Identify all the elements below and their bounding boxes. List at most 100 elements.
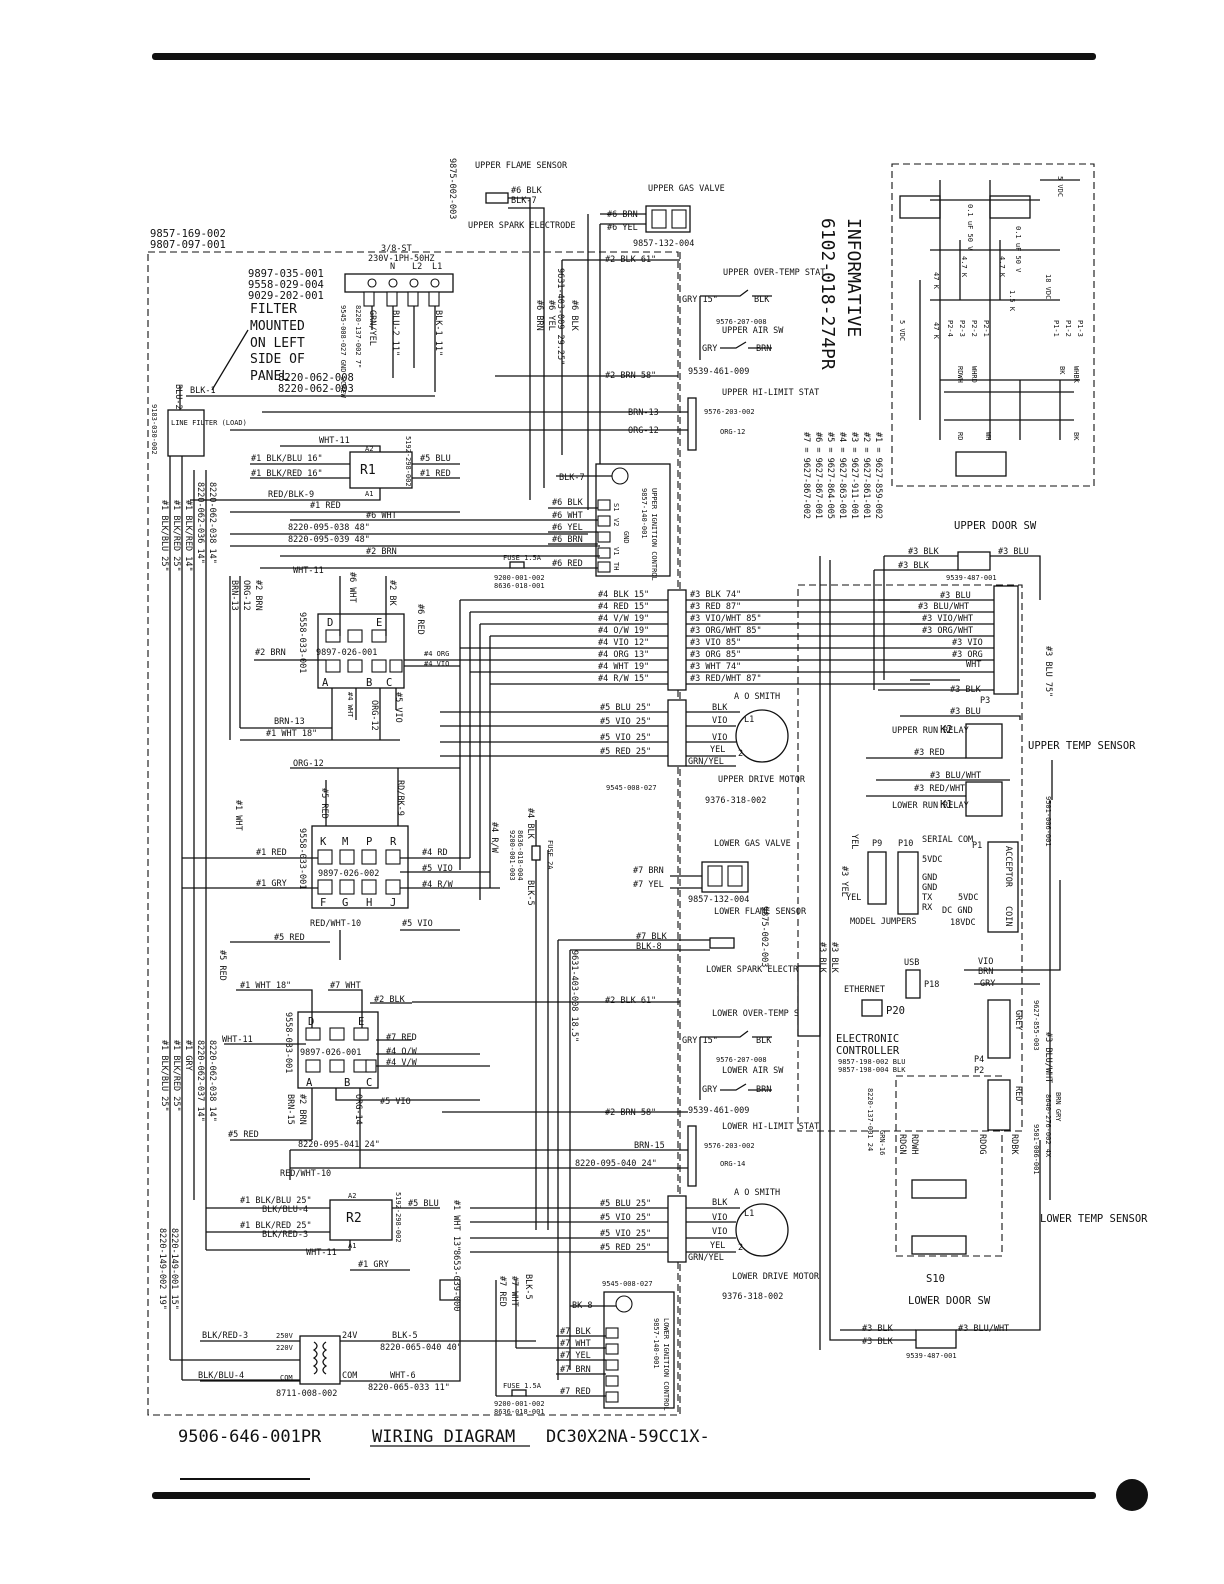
svg-text:8220-095-040 24": 8220-095-040 24" <box>575 1159 657 1169</box>
svg-text:#2 BLK 61": #2 BLK 61" <box>605 996 656 1006</box>
svg-text:#3 ORG/WHT 85": #3 ORG/WHT 85" <box>690 626 762 636</box>
svg-text:P4: P4 <box>974 1055 984 1065</box>
svg-text:3/8-ST: 3/8-ST <box>381 244 412 254</box>
svg-text:BLK-7: BLK-7 <box>511 196 537 206</box>
svg-text:PANEL: PANEL <box>250 369 289 384</box>
svg-text:RDWH: RDWH <box>956 366 964 383</box>
svg-text:9558-033-001: 9558-033-001 <box>297 828 307 889</box>
svg-text:UPPER IGNITION CONTROL: UPPER IGNITION CONTROL <box>650 488 658 581</box>
svg-text:8640-276-002 4X: 8640-276-002 4X <box>1044 1094 1052 1158</box>
svg-text:9545-008-027: 9545-008-027 <box>606 784 657 792</box>
upper-gas-assembly: UPPER FLAME SENSOR 9875-002-003 #6 BLK B… <box>447 158 725 365</box>
svg-text:#6 BLK: #6 BLK <box>552 498 584 508</box>
svg-text:#5 RED: #5 RED <box>217 950 227 981</box>
svg-text:A O SMITH: A O SMITH <box>734 692 780 702</box>
svg-text:47 K: 47 K <box>932 272 940 290</box>
svg-text:RED: RED <box>1013 1086 1023 1101</box>
svg-text:#2 BLK: #2 BLK <box>374 995 406 1005</box>
left-harness: 8220-062-038 14" 8220-062-036 14" #1 BLK… <box>157 482 243 1310</box>
svg-text:L1: L1 <box>744 715 754 725</box>
svg-text:#3 BLK: #3 BLK <box>908 547 940 557</box>
svg-text:#4 WHT: #4 WHT <box>346 692 354 718</box>
svg-text:F: F <box>320 897 326 909</box>
svg-text:P18: P18 <box>924 980 939 990</box>
svg-text:#5 VIO 25": #5 VIO 25" <box>600 733 651 743</box>
svg-text:5VDC: 5VDC <box>958 893 978 903</box>
svg-text:LOWER DOOR SW: LOWER DOOR SW <box>908 1295 991 1307</box>
svg-text:LOWER DRIVE MOTOR: LOWER DRIVE MOTOR <box>732 1272 820 1282</box>
svg-text:#4 R/W: #4 R/W <box>489 822 499 854</box>
svg-text:#4 O/W: #4 O/W <box>386 1047 418 1057</box>
svg-text:#4 V/W 19": #4 V/W 19" <box>598 614 649 624</box>
svg-text:A2: A2 <box>365 445 373 453</box>
svg-text:8220-137-002 7": 8220-137-002 7" <box>354 305 362 368</box>
svg-text:18VDC: 18VDC <box>950 918 976 928</box>
svg-text:VIO: VIO <box>712 733 727 743</box>
svg-text:BLK-5: BLK-5 <box>525 880 535 906</box>
lower-motor: A O SMITH L1 2 BLK VIO VIO YEL GRN/YEL #… <box>600 1188 820 1302</box>
line-filter: FILTER MOUNTED ON LEFT SIDE OF PANEL LIN… <box>150 302 435 457</box>
svg-text:#6 BLK: #6 BLK <box>569 300 579 332</box>
svg-text:A O SMITH: A O SMITH <box>734 1188 780 1198</box>
svg-text:#3 BLK: #3 BLK <box>862 1337 894 1347</box>
svg-text:RDWH: RDWH <box>909 1134 919 1154</box>
svg-text:BLK: BLK <box>754 295 770 305</box>
svg-text:LOWER IGNITION CONTROL: LOWER IGNITION CONTROL <box>662 1318 670 1411</box>
svg-text:P20: P20 <box>886 1005 905 1017</box>
svg-text:H: H <box>366 897 372 909</box>
svg-text:R: R <box>390 836 397 848</box>
svg-text:#4 RD: #4 RD <box>422 848 448 858</box>
svg-text:WHT-11: WHT-11 <box>306 1248 337 1258</box>
svg-text:9545-008-027 GND SCREW: 9545-008-027 GND SCREW <box>339 305 347 399</box>
svg-text:8220-065-040 40": 8220-065-040 40" <box>380 1343 462 1353</box>
svg-text:#2 BRN: #2 BRN <box>253 580 263 611</box>
svg-text:P2-3: P2-3 <box>958 320 966 337</box>
svg-text:E: E <box>376 617 382 629</box>
svg-text:220V: 220V <box>276 1344 294 1352</box>
svg-text:#3 ORG 85": #3 ORG 85" <box>690 650 741 660</box>
svg-text:RDBK: RDBK <box>1009 1134 1019 1155</box>
svg-text:#7 BRN: #7 BRN <box>560 1365 591 1375</box>
svg-text:2: 2 <box>738 1243 743 1253</box>
svg-text:P2: P2 <box>974 1066 984 1076</box>
svg-text:5VDC: 5VDC <box>922 855 942 865</box>
svg-text:P1-2: P1-2 <box>1064 320 1072 337</box>
svg-text:#7 WHT: #7 WHT <box>509 1276 519 1307</box>
svg-text:8220-095-041 24": 8220-095-041 24" <box>298 1140 380 1150</box>
svg-text:24V: 24V <box>342 1331 357 1341</box>
svg-text:ORG-14: ORG-14 <box>353 1094 363 1125</box>
svg-text:#4 ORG 13": #4 ORG 13" <box>598 650 649 660</box>
svg-text:UPPER HI-LIMIT STAT: UPPER HI-LIMIT STAT <box>722 388 819 398</box>
svg-text:GRY: GRY <box>702 1085 717 1095</box>
svg-text:RDGN: RDGN <box>897 1134 907 1154</box>
svg-text:A1: A1 <box>365 490 373 498</box>
svg-text:WHT: WHT <box>966 660 981 670</box>
svg-text:BLK/BLU-4: BLK/BLU-4 <box>198 1371 244 1381</box>
top-rule <box>152 53 1096 60</box>
svg-text:S1: S1 <box>612 503 620 511</box>
svg-text:#5 BLU: #5 BLU <box>408 1199 439 1209</box>
relay-r2: R2 #1 BLK/BLU 25" BLK/BLU-4 #1 BLK/RED 2… <box>240 1192 461 1311</box>
svg-text:ETHERNET: ETHERNET <box>844 985 885 995</box>
lower-controls: LOWER OVER-TEMP STAT GRY 15" BLK 9576-20… <box>575 1009 819 1187</box>
svg-text:L1: L1 <box>744 1209 754 1219</box>
upper-motor: A O SMITH L1 2 BLK VIO VIO YEL GRN/YEL #… <box>600 692 806 806</box>
svg-text:COM: COM <box>342 1371 357 1381</box>
svg-text:#3 ORG: #3 ORG <box>952 650 983 660</box>
svg-text:#3 BLU/WHT: #3 BLU/WHT <box>958 1324 1009 1334</box>
svg-text:#6 YEL: #6 YEL <box>552 523 583 533</box>
svg-text:#7 WHT: #7 WHT <box>560 1339 591 1349</box>
svg-text:BLK/BLU-4: BLK/BLU-4 <box>262 1205 308 1215</box>
svg-text:ORG-12: ORG-12 <box>369 700 379 731</box>
svg-text:8636-018-001: 8636-018-001 <box>494 582 545 590</box>
svg-text:P2-4: P2-4 <box>946 320 954 337</box>
svg-text:9857-140-001: 9857-140-001 <box>652 1318 660 1369</box>
model-number: DC30X2NA-59CC1X- <box>546 1427 710 1447</box>
svg-text:CONTROLLER: CONTROLLER <box>836 1045 900 1057</box>
svg-text:BRN-13: BRN-13 <box>229 580 239 611</box>
svg-text:#4 WHT 19": #4 WHT 19" <box>598 662 649 672</box>
svg-text:E: E <box>358 1016 364 1028</box>
svg-text:#1 WHT 18": #1 WHT 18" <box>240 981 291 991</box>
svg-text:RED/WHT-10: RED/WHT-10 <box>280 1169 331 1179</box>
